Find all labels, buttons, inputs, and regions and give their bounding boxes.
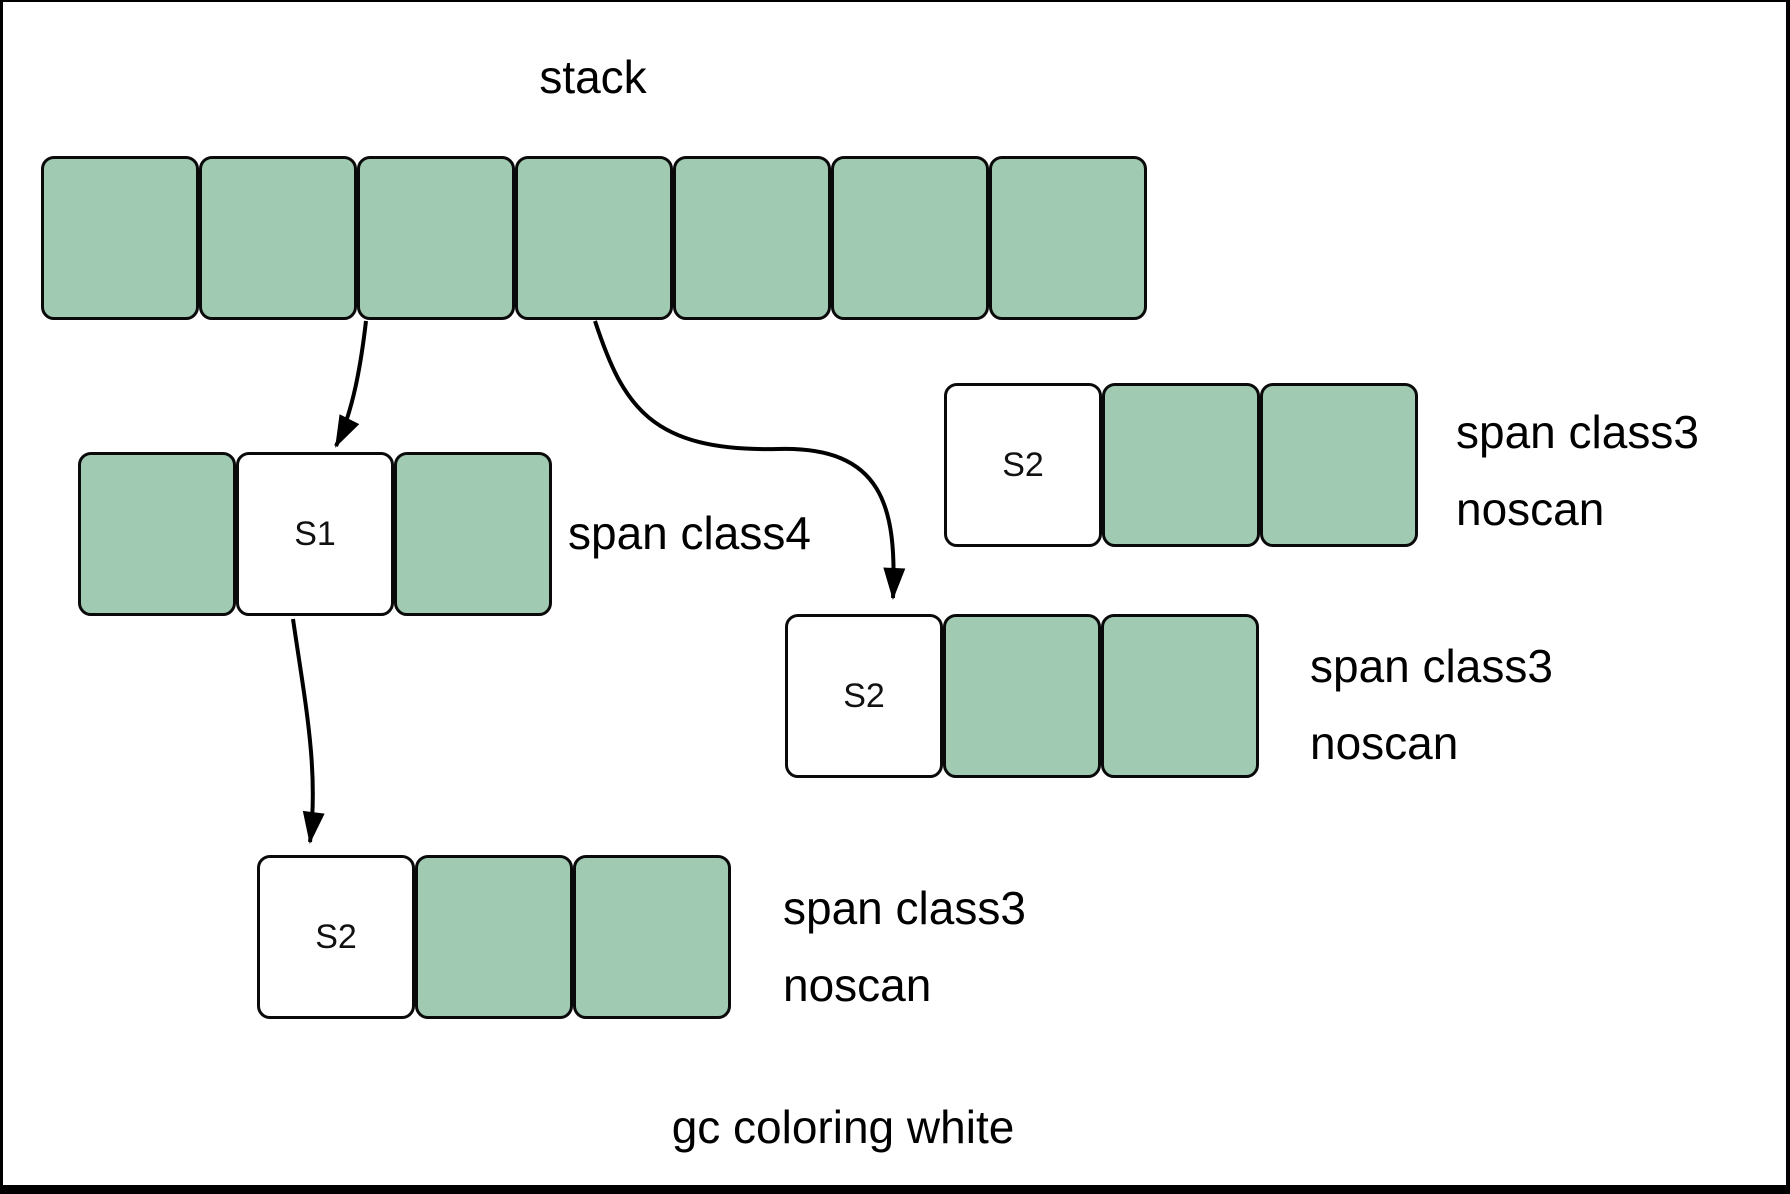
span-class3-middle-label: span class3 noscan [1310,628,1553,782]
memory-cell [41,156,199,320]
memory-cell [415,855,573,1019]
span-label-line: span class3 [1310,640,1553,692]
span-cell-s2: S2 [785,614,943,778]
memory-cell [1102,383,1260,547]
span-class3-bottom-label: span class3 noscan [783,870,1026,1024]
stack-row [41,156,1147,320]
memory-cell [394,452,552,616]
cell-label: S2 [315,917,357,956]
memory-cell [199,156,357,320]
memory-cell [515,156,673,320]
span-cell-s1: S1 [236,452,394,616]
arrow-stack-to-span-class4 [334,320,368,448]
span-label-line: span class3 [1456,406,1699,458]
memory-cell [831,156,989,320]
span-class3-top-right-row: S2 [944,383,1418,547]
cell-label: S2 [1002,445,1044,484]
memory-cell [943,614,1101,778]
memory-cell [989,156,1147,320]
memory-cell [573,855,731,1019]
span-cell-s2: S2 [257,855,415,1019]
stack-title: stack [539,51,647,103]
span-label-line: span class3 [783,882,1026,934]
span-cell-s2: S2 [944,383,1102,547]
memory-cell [1260,383,1418,547]
span-label-line: noscan [1310,717,1459,769]
memory-cell [78,452,236,616]
span-class3-bottom-row: S2 [257,855,731,1019]
arrow-s1-to-span-class3-bottom [291,618,325,844]
span-class4-row: S1 [78,452,552,616]
span-class3-middle-row: S2 [785,614,1259,778]
span-class4-label: span class4 [568,507,811,559]
memory-cell [673,156,831,320]
span-class3-top-right-label: span class3 noscan [1456,394,1699,548]
diagram-caption: gc coloring white [671,1101,1015,1153]
memory-cell [357,156,515,320]
cell-label: S1 [294,514,336,553]
span-label-line: noscan [783,959,932,1011]
cell-label: S2 [843,676,885,715]
span-label-line: noscan [1456,483,1605,535]
memory-cell [1101,614,1259,778]
